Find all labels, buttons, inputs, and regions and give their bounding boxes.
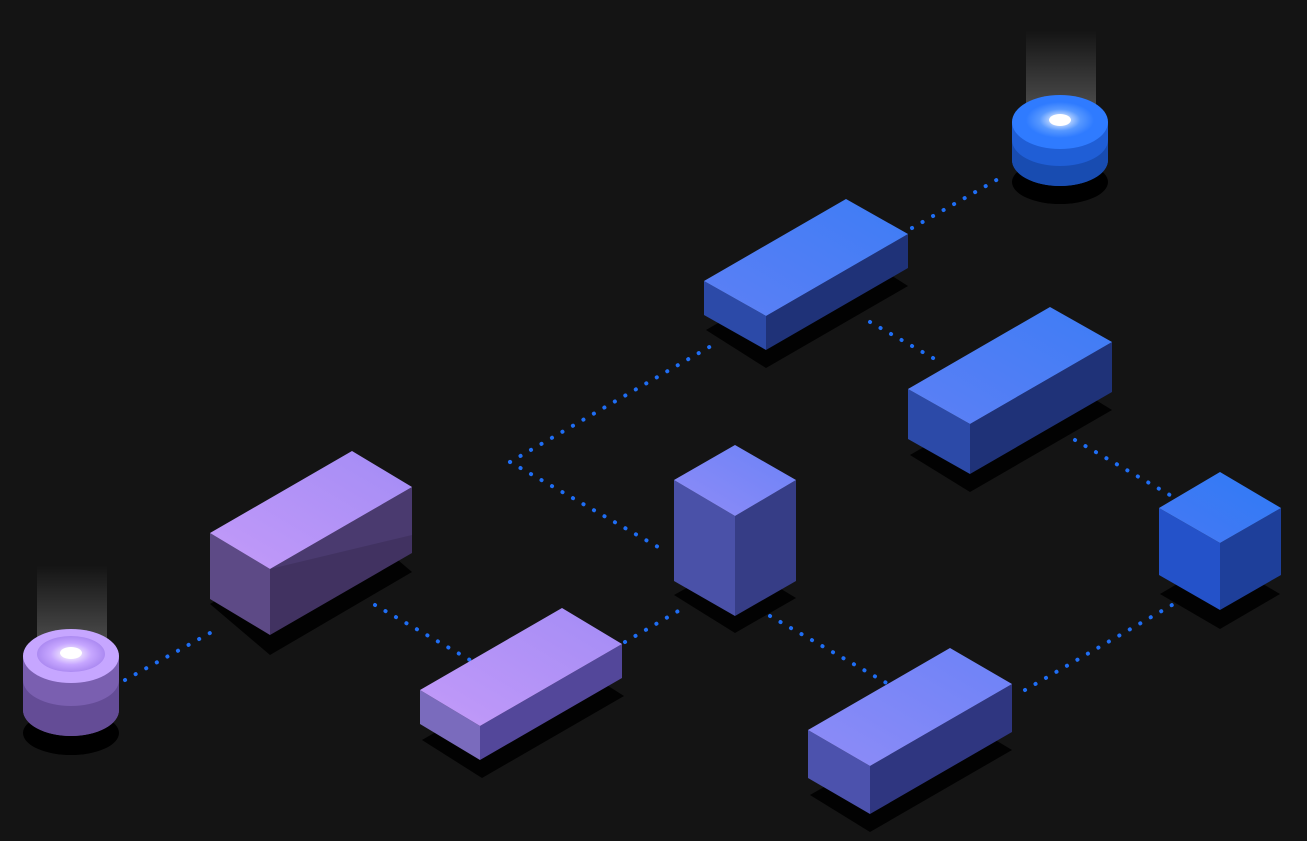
connector-junction-to-cube: [508, 460, 667, 553]
block-blue-cube: [1159, 472, 1281, 629]
sink-blue-cylinder: [1012, 30, 1108, 204]
connectors: [123, 176, 1177, 692]
block-blue-top: [704, 199, 908, 368]
block-violet-flat: [420, 608, 624, 778]
block-indigo-cube: [674, 445, 796, 633]
connector-cube-to-bottom-block: [768, 614, 892, 687]
connector-violet-large-to-violet-flat: [373, 603, 472, 662]
block-violet-large: [210, 451, 412, 655]
connector-bottom-block-to-blue-cube: [1023, 603, 1174, 692]
connector-top-block-to-right-block: [868, 320, 942, 364]
connector-source-to-violet-large: [123, 631, 212, 682]
source-violet-cylinder: [23, 565, 119, 755]
block-indigo-bottom: [808, 648, 1012, 832]
block-blue-right: [908, 307, 1112, 492]
connector-top-block-to-sink: [910, 176, 1002, 230]
connector-violet-flat-to-cube: [623, 608, 682, 644]
connector-junction-to-top-block: [508, 340, 720, 464]
connector-right-block-to-blue-cube: [1073, 438, 1177, 500]
